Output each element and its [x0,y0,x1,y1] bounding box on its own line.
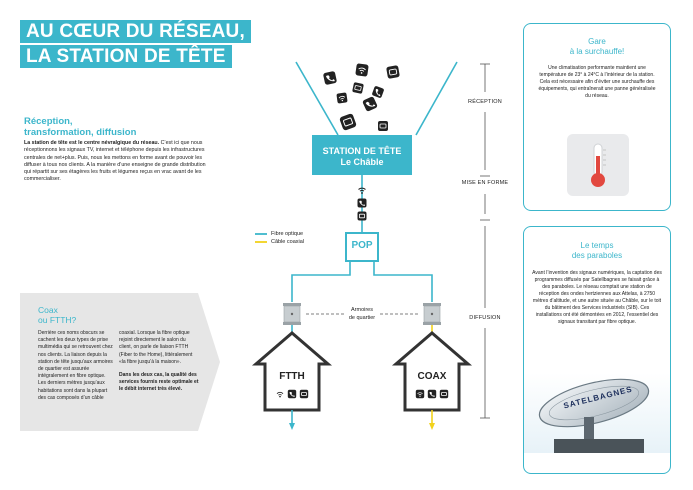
wifi-icon [355,63,369,77]
tv-icon [386,65,400,79]
armoires-label: Armoires de quartier [338,307,386,322]
coax-box-title: Coax ou FTTH? [38,305,76,325]
title-line-2: LA STATION DE TÊTE [20,45,232,68]
reception-icons [323,63,400,131]
page-title: AU CŒUR DU RÉSEAU, LA STATION DE TÊTE [20,20,251,68]
intro-lead: La station de tête est le centre névralg… [24,140,160,146]
coax-box-title-2: ou FTTH? [38,315,77,325]
card-surchauffe-text: Une climatisation performante maintient … [538,65,656,99]
funnel-left-line [295,61,339,136]
armoires-label-2: de quartier [348,314,376,321]
phone-icon-2 [372,86,384,98]
card-paraboles: Le temps des paraboles Avant l’invention… [523,226,671,474]
coax-box-col2-b: Dans les deux cas, la qualité des servic… [119,372,199,393]
coax-box-bg [20,293,220,431]
intro-title-1: Réception, [24,116,73,127]
title-line-1: AU CŒUR DU RÉSEAU, [20,20,251,43]
phone-icon [323,71,337,85]
ftth-phone-icon [287,389,297,399]
station-label-1: STATION DE TÊTE [322,146,402,156]
armoire-ftth [283,303,301,325]
card-paraboles-text: Avant l’invention des signaux numériques… [532,270,662,325]
stage-mise-en-forme: MISE EN FORME [461,180,509,186]
ftth-tv-icon [299,389,309,399]
card-surchauffe: Gare à la surchauffe! Une climatisation … [523,23,671,211]
intro-body: C’est ici que nous réceptionnons les sig… [24,140,206,183]
phone-small-icon [357,198,367,208]
link-pop-coax [373,262,433,302]
stage-timeline [480,63,490,419]
phone-icon-3 [362,96,378,112]
mid-icons [357,187,367,221]
armoire-coax [423,303,441,325]
station-label-2: Le Châble [340,157,384,167]
coax-phone-icon [427,389,437,399]
coax-box-title-1: Coax [38,305,58,315]
coax-box-col2-a: coaxial. Lorsque la fibre optique rejoin… [119,330,193,365]
intro-title-2: transformation, diffusion [24,127,137,138]
ftth-wifi-icon [276,391,284,398]
legend-coax: Câble coaxial [271,239,305,245]
card-surchauffe-title-2: à la surchauffe! [569,46,625,56]
wifi-icon-2 [336,92,348,104]
tv-icon-3 [339,113,357,131]
intro-text: La station de tête est le centre névralg… [24,140,214,184]
armoires-label-1: Armoires [350,307,373,313]
card-paraboles-title-1: Le temps [580,241,614,250]
tv-icon-4 [378,121,388,131]
station-box: STATION DE TÊTE Le Châble [312,135,412,175]
tv-small-icon [357,211,367,221]
coax-tv-icon [439,389,449,399]
coax-box-col2: coaxial. Lorsque la fibre optique rejoin… [119,330,199,394]
intro-section: Réception, transformation, diffusion La … [24,116,214,184]
pop-box: POP [345,232,379,262]
thermometer-icon [567,134,629,196]
funnel-right-line [415,61,458,136]
arrow-coax [429,423,435,430]
coax-house-icons [415,389,449,399]
link-pop-ftth [291,262,351,302]
legend-fibre: Fibre optique [271,231,304,237]
coax-box-col1: Derrière ces noms obscurs se cachent les… [38,330,113,401]
tv-icon-2 [352,82,364,94]
stage-diffusion: DIFFUSION [469,315,501,321]
stage-reception: RÉCEPTION [468,99,502,105]
card-surchauffe-title-1: Gare [588,37,606,46]
card-paraboles-title-2: des paraboles [571,250,623,260]
house-ftth-label: FTTH [279,371,305,382]
coax-wifi-icon [415,389,425,399]
ftth-house-icons [276,389,309,399]
arrow-ftth [289,423,295,430]
wifi-small-icon [358,187,366,194]
satellite-dish-photo [524,373,670,453]
house-coax-label: COAX [417,371,447,382]
